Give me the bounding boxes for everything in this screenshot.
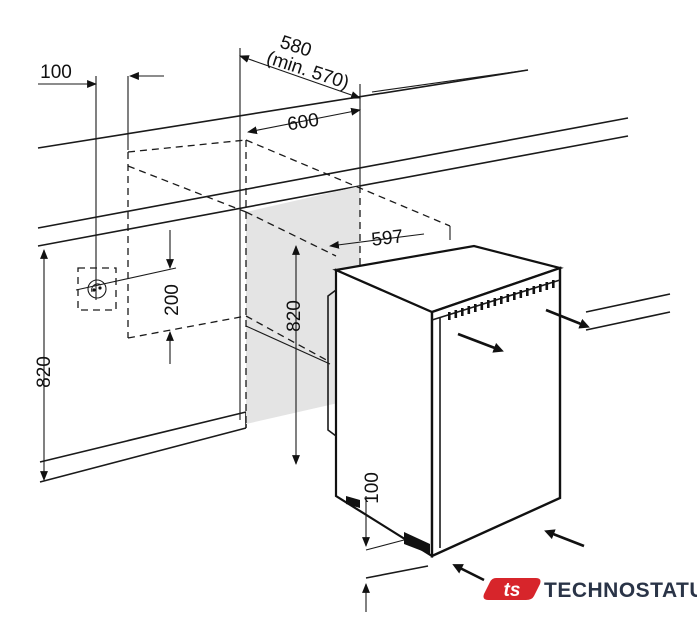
grille-slot	[539, 284, 542, 292]
dimension-100-plinth: 100	[362, 472, 405, 612]
dimension-100-offset-label: 100	[40, 62, 72, 83]
grille-slot	[532, 286, 536, 294]
grille-slot	[467, 306, 471, 314]
dimension-820-niche: 820	[245, 245, 331, 465]
grille-slot	[552, 280, 555, 288]
dimension-200-label: 200	[162, 284, 183, 316]
dimension-600: 600	[247, 107, 361, 136]
grille-slot	[454, 310, 458, 318]
logo-mark-text: ts	[504, 580, 521, 601]
dimension-597: 597	[329, 226, 451, 251]
grille-slot	[519, 290, 523, 298]
grille-slot	[461, 308, 464, 316]
grille-slot	[526, 288, 529, 296]
dimension-820-left: 820	[34, 249, 55, 481]
grille-slot	[506, 294, 510, 302]
grille-slot	[545, 282, 549, 290]
appliance-side	[334, 268, 434, 558]
side-cabinet-lines	[585, 293, 671, 331]
grille-slot	[480, 302, 484, 310]
dimension-600-label: 600	[286, 110, 321, 136]
dimension-820-left-label: 820	[34, 356, 55, 388]
power-socket	[77, 267, 117, 311]
technostatus-logo: ts TECHNOSTATUS	[483, 578, 697, 602]
grille-slot	[474, 304, 477, 312]
grille-slot	[513, 292, 516, 300]
dimension-100-plinth-label: 100	[362, 472, 383, 504]
grille-slot	[500, 296, 503, 304]
grille-slot	[448, 312, 451, 320]
logo-brand-text: TECHNOSTATUS	[544, 579, 697, 602]
ventilation-grille	[448, 280, 555, 320]
airflow-arrows	[452, 308, 590, 582]
dimension-100-offset: 100	[38, 62, 164, 300]
logo-mark-icon	[483, 578, 541, 600]
dimension-597-label: 597	[370, 226, 404, 251]
dimension-820-niche-label: 820	[284, 300, 305, 332]
appliance	[327, 244, 564, 558]
grille-slot	[487, 300, 490, 308]
dimension-200: 200	[75, 230, 183, 364]
appliance-front	[430, 266, 562, 558]
grille-slot	[493, 298, 497, 306]
